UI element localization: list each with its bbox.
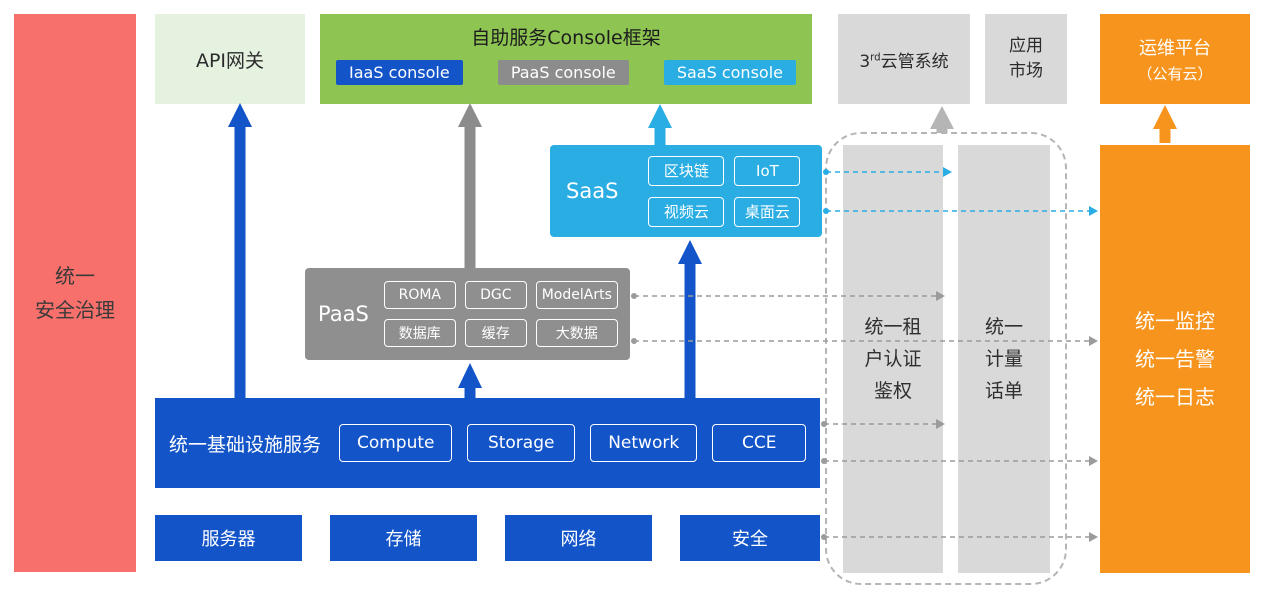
shared-services-dashed-frame (825, 132, 1067, 585)
infra-service-network: Network (589, 424, 698, 462)
third-party-cloud-mgmt-box: 3rd云管系统 (838, 14, 970, 104)
saas-console-badge: SaaS console (663, 60, 796, 85)
paas-console-badge: PaaS console (497, 60, 629, 85)
console-framework-box: 自助服务Console框架 IaaS console PaaS console … (320, 14, 812, 104)
tenant-auth-line: 鉴权 (873, 380, 912, 403)
infrastructure-services-label: 统一基础设施服务 (169, 433, 322, 456)
security-governance-bar: 统一 安全治理 (14, 14, 136, 572)
infra-service-storage: Storage (467, 424, 575, 462)
storage-box: 存储 (330, 515, 477, 561)
metering-billing-bar: 统一 计量 话单 (958, 145, 1050, 573)
saas-label: SaaS (566, 179, 619, 203)
arrow-saas-to-console (648, 104, 672, 145)
paas-service-modelarts: ModelArts (535, 281, 618, 309)
arrow-paas-to-console (458, 103, 482, 268)
arrow-monitoring-to-om-platform (1153, 105, 1177, 143)
om-platform-title: 运维平台 (1138, 38, 1211, 59)
network-box: 网络 (505, 515, 652, 561)
saas-service-blockchain: 区块链 (648, 155, 725, 186)
tenant-auth-line: 户认证 (864, 347, 922, 370)
monitoring-line: 统一告警 (1135, 347, 1215, 371)
saas-service-desktop-cloud: 桌面云 (734, 196, 801, 227)
arrow-infra-to-paas (458, 363, 482, 398)
metering-line: 计量 (984, 347, 1023, 370)
arrow-frame-to-third-party (930, 106, 954, 133)
monitoring-line: 统一监控 (1135, 309, 1215, 333)
infra-service-cce: CCE (712, 424, 806, 462)
arrow-infra-to-saas (678, 240, 702, 398)
saas-service-video-cloud: 视频云 (648, 196, 725, 227)
tenant-auth-bar: 统一租 户认证 鉴权 (843, 145, 943, 573)
paas-label: PaaS (318, 302, 369, 326)
paas-services-grid: ROMA DGC ModelArts 数据库 缓存 大数据 (383, 281, 618, 347)
third-party-cloud-mgmt-label: 3rd云管系统 (859, 51, 949, 72)
paas-box: PaaS ROMA DGC ModelArts 数据库 缓存 大数据 (305, 268, 630, 360)
app-market-line: 市场 (1009, 61, 1043, 81)
infrastructure-services-box: 统一基础设施服务 Compute Storage Network CCE (155, 398, 820, 488)
monitoring-box: 统一监控 统一告警 统一日志 (1100, 145, 1250, 573)
infra-service-compute: Compute (339, 424, 453, 462)
server-box: 服务器 (155, 515, 302, 561)
om-platform-box: 运维平台 （公有云） (1100, 14, 1250, 104)
api-gateway-box: API网关 (155, 14, 305, 104)
arrow-infra-to-api-gateway (228, 103, 252, 398)
superscript-rd: rd (870, 51, 881, 63)
saas-service-iot: IoT (734, 155, 801, 186)
om-platform-subtitle: （公有云） (1137, 65, 1213, 83)
console-buttons-row: IaaS console PaaS console SaaS console (320, 50, 812, 85)
console-framework-title: 自助服务Console框架 (471, 27, 661, 49)
metering-line: 话单 (984, 380, 1023, 403)
paas-service-dgc: DGC (464, 281, 527, 309)
paas-service-bigdata: 大数据 (535, 319, 618, 347)
iaas-console-badge: IaaS console (336, 60, 463, 85)
tenant-auth-line: 统一租 (864, 315, 922, 338)
paas-service-roma: ROMA (383, 281, 456, 309)
security-box: 安全 (680, 515, 820, 561)
paas-service-cache: 缓存 (464, 319, 527, 347)
security-governance-line: 统一 (55, 264, 95, 288)
app-market-line: 应用 (1009, 35, 1043, 56)
api-gateway-label: API网关 (195, 49, 265, 72)
monitoring-line: 统一日志 (1135, 385, 1215, 409)
security-governance-line: 安全治理 (35, 298, 115, 322)
metering-line: 统一 (984, 315, 1023, 338)
saas-services-grid: 区块链 IoT 视频云 桌面云 (648, 155, 801, 227)
saas-box: SaaS 区块链 IoT 视频云 桌面云 (550, 145, 822, 237)
app-market-box: 应用 市场 (985, 14, 1067, 104)
paas-service-database: 数据库 (383, 319, 456, 347)
